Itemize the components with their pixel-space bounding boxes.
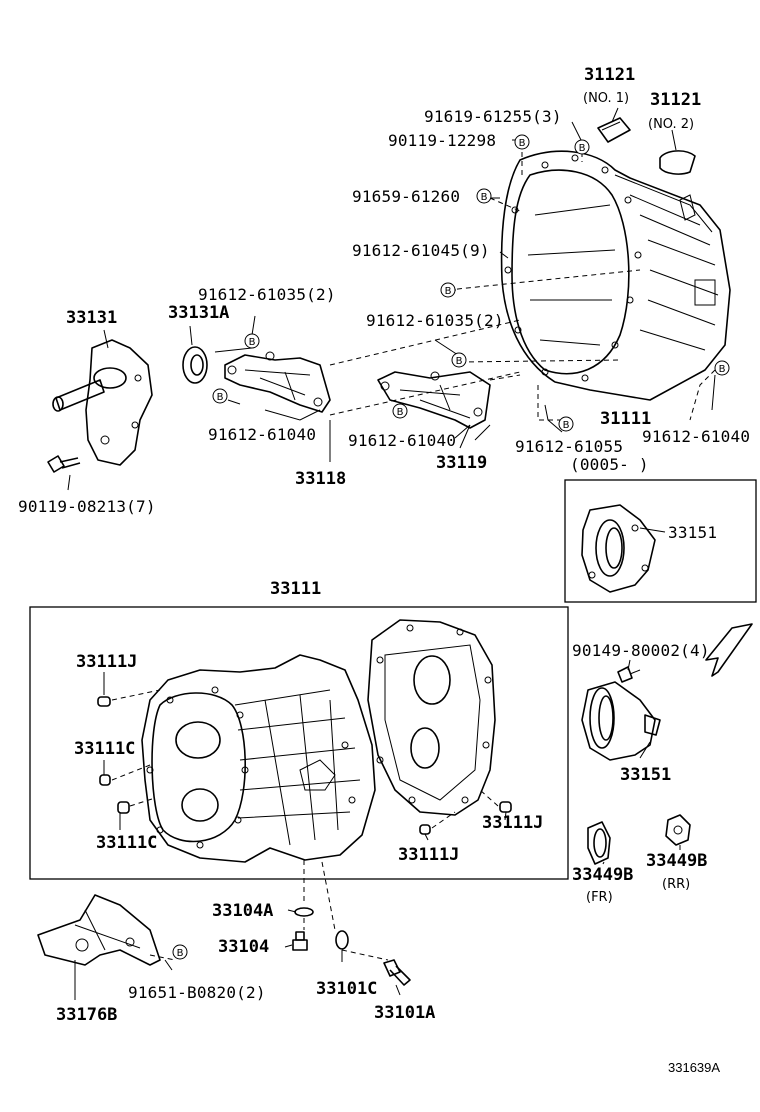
svg-text:B: B: [481, 192, 488, 203]
label-91612-61035-b: 91612-61035(2): [366, 311, 504, 330]
inset-box-33151: [564, 479, 757, 603]
bearing-retainer-33131[interactable]: [52, 339, 153, 466]
b-marker: B: [244, 333, 260, 349]
gasket-33104a[interactable]: [294, 907, 314, 917]
label-33176b: 33176B: [56, 1005, 117, 1025]
leader: [74, 659, 681, 1000]
clutch-housing-31111[interactable]: [500, 150, 731, 401]
label-33104a: 33104A: [212, 901, 273, 921]
svg-text:B: B: [456, 356, 463, 367]
dowel-pin-33111j-a[interactable]: [97, 696, 111, 707]
label-fr: (FR): [586, 890, 613, 905]
label-90149-80002: 90149-80002(4): [572, 641, 710, 660]
svg-text:B: B: [397, 407, 404, 418]
label-33111c-b: 33111C: [96, 833, 157, 853]
label-91619-61255: 91619-61255(3): [424, 107, 562, 126]
leader: [67, 325, 666, 533]
hole-cap-31121-no1[interactable]: [597, 117, 631, 143]
label-33118: 33118: [295, 469, 346, 489]
label-rr: (RR): [662, 877, 690, 892]
label-91612-61040-a: 91612-61040: [208, 425, 316, 444]
dowel-pin-33111j-c[interactable]: [419, 824, 431, 835]
label-33449b-fr: 33449B: [572, 865, 633, 885]
label-91612-61035-a: 91612-61035(2): [198, 285, 336, 304]
b-marker: B: [514, 134, 530, 150]
install-line: [111, 689, 499, 829]
plug-33104[interactable]: [292, 931, 308, 951]
bolt-90119-08213[interactable]: [47, 455, 81, 473]
direction-arrow: [705, 623, 753, 677]
seal-33449b-rr[interactable]: [665, 814, 691, 846]
label-no2: (NO. 2): [648, 117, 694, 132]
label-91659-61260: 91659-61260: [352, 187, 460, 206]
extension-plate-33111[interactable]: [367, 619, 496, 816]
svg-text:B: B: [177, 948, 184, 959]
install-line: [447, 152, 641, 363]
b-marker: B: [392, 403, 408, 419]
b-marker: B: [440, 282, 456, 298]
b-marker: B: [451, 352, 467, 368]
plug-33101a[interactable]: [383, 959, 411, 986]
oil-seal-33131a[interactable]: [182, 346, 208, 384]
label-33111c-a: 33111C: [74, 739, 135, 759]
dowel-pin-33111c-a[interactable]: [99, 774, 111, 786]
label-91651-b0820: 91651-B0820(2): [128, 983, 266, 1002]
b-marker: B: [212, 388, 228, 404]
label-33101a: 33101A: [374, 1003, 435, 1023]
label-91612-61040-b: 91612-61040: [348, 431, 456, 450]
transmission-case-33111[interactable]: [141, 654, 376, 863]
bracket-33119[interactable]: [377, 371, 491, 429]
label-33119: 33119: [436, 453, 487, 473]
svg-text:B: B: [719, 364, 726, 375]
label-no1: (NO. 1): [583, 91, 629, 106]
label-33101c: 33101C: [316, 979, 377, 999]
b-marker: B: [558, 416, 574, 432]
label-33131: 33131: [66, 308, 117, 328]
label-33449b-rr: 33449B: [646, 851, 707, 871]
hole-cap-31121-no2[interactable]: [659, 150, 696, 175]
inset-box-33111: [29, 606, 569, 880]
seal-retainer-33151-inset[interactable]: [581, 504, 656, 593]
label-0005: (0005- ): [570, 455, 649, 474]
label-91612-61055: 91612-61055: [515, 437, 623, 456]
label-33151: 33151: [620, 765, 671, 785]
dowel-pin-33111c-b[interactable]: [117, 801, 130, 814]
label-31111: 31111: [600, 409, 651, 429]
label-90119-08213: 90119-08213(7): [18, 497, 156, 516]
svg-text:B: B: [445, 286, 452, 297]
diagram-reference-code: 331639A: [668, 1060, 720, 1075]
svg-text:B: B: [217, 392, 224, 403]
label-33111j-b: 33111J: [482, 813, 543, 833]
label-33104: 33104: [218, 937, 269, 957]
svg-text:B: B: [579, 143, 586, 154]
label-31121-no1: 31121: [584, 65, 635, 85]
b-marker: B: [714, 360, 730, 376]
install-line: [149, 954, 176, 961]
label-33111j-a: 33111J: [76, 652, 137, 672]
label-90119-12298: 90119-12298: [388, 131, 496, 150]
label-91612-61045: 91612-61045(9): [352, 241, 490, 260]
svg-text:B: B: [563, 420, 570, 431]
label-33131a: 33131A: [168, 303, 229, 323]
label-91612-61040-c: 91612-61040: [642, 427, 750, 446]
b-marker: B: [172, 944, 188, 960]
bolt-90149-80002[interactable]: [617, 666, 641, 683]
install-line: [303, 860, 389, 961]
b-marker: B: [476, 188, 492, 204]
bracket-33118[interactable]: [224, 351, 331, 413]
label-33111j-c: 33111J: [398, 845, 459, 865]
label-33151-inset: 33151: [668, 523, 717, 542]
gasket-33101c[interactable]: [335, 930, 349, 950]
svg-text:B: B: [249, 337, 256, 348]
b-marker: B: [574, 139, 590, 155]
svg-text:B: B: [519, 138, 526, 149]
label-31121-no2: 31121: [650, 90, 701, 110]
bracket-33176b[interactable]: [37, 894, 161, 966]
dowel-pin-33111j-b[interactable]: [499, 801, 512, 813]
label-33111: 33111: [270, 579, 321, 599]
seal-33449b-fr[interactable]: [587, 821, 611, 865]
seal-retainer-33151[interactable]: [581, 681, 661, 761]
